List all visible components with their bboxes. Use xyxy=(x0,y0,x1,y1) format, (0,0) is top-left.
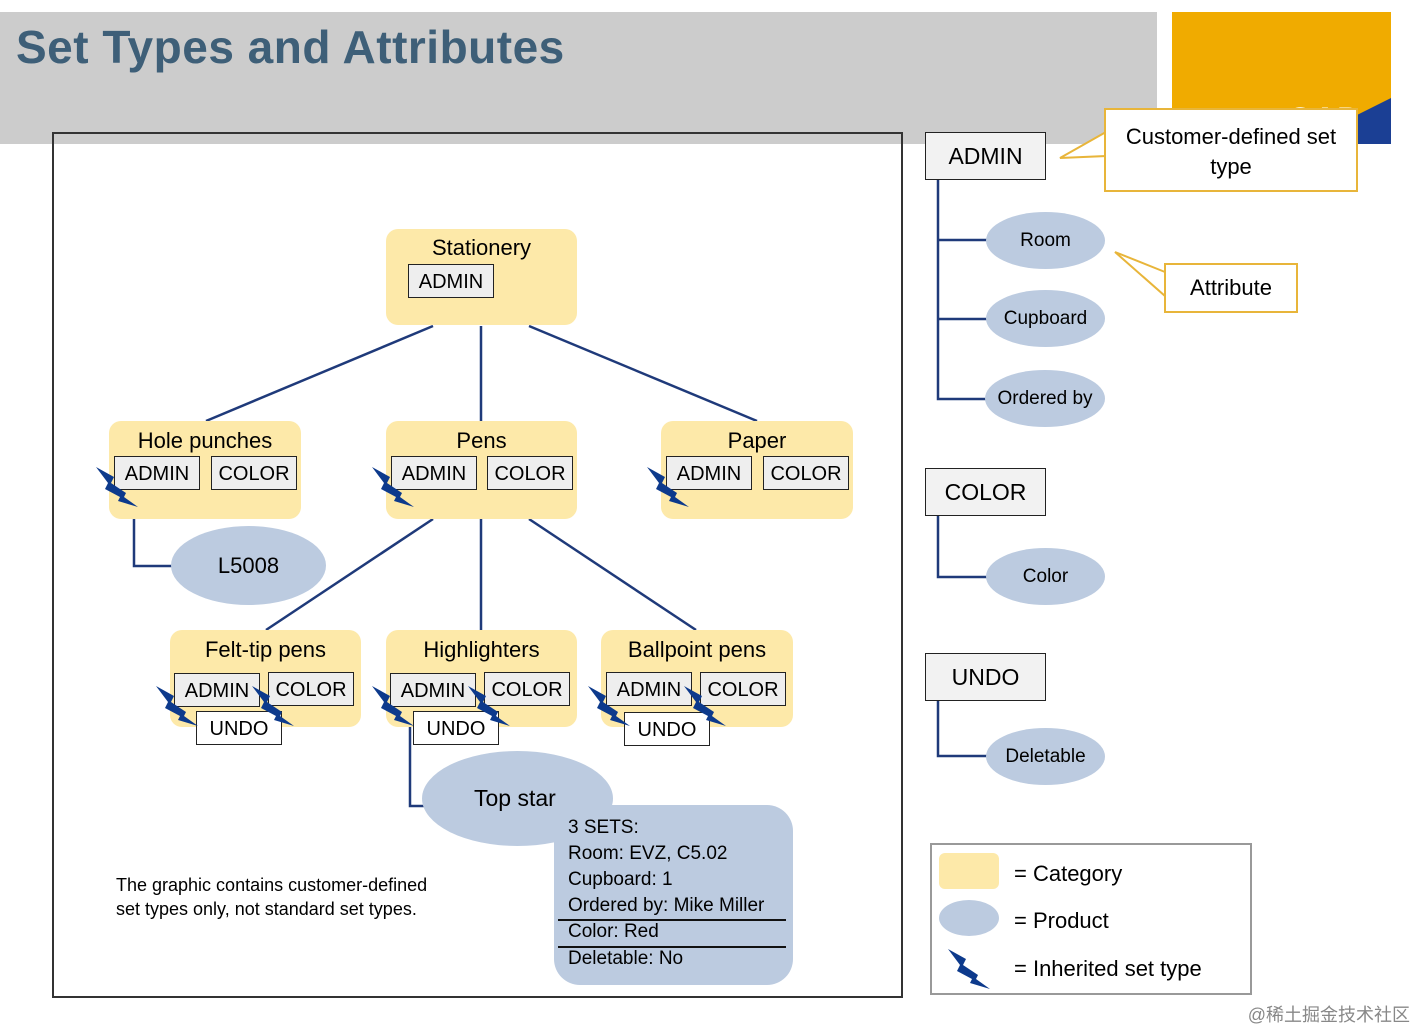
category-label: Pens xyxy=(456,428,507,453)
category-label: Highlighters xyxy=(423,637,540,662)
legend: = Category = Product = Inherited set typ… xyxy=(930,843,1252,995)
lightning-bolt-icon xyxy=(156,686,198,726)
legend-inherited: = Inherited set type xyxy=(1014,956,1202,981)
lightning-bolt-icon xyxy=(252,686,294,726)
attribute-cupboard: Cupboard xyxy=(986,290,1105,347)
tag-color: COLOR xyxy=(268,672,354,706)
legend-category-swatch xyxy=(939,853,999,889)
watermark: @稀土掘金技术社区 xyxy=(1247,1005,1410,1025)
tag-color: COLOR xyxy=(484,672,570,706)
tag-undo: UNDO xyxy=(196,711,282,745)
sets-line: Ordered by: Mike Miller xyxy=(568,895,765,916)
legend-product: = Product xyxy=(1014,908,1109,933)
tag-admin: ADMIN xyxy=(390,673,476,707)
lightning-bolt-icon xyxy=(647,467,689,507)
sets-line: Room: EVZ, C5.02 xyxy=(568,843,728,864)
tag-admin: ADMIN xyxy=(606,672,692,706)
edge-stationery-holepunches xyxy=(205,324,434,423)
callout-set-type: Customer-defined set type xyxy=(1104,108,1358,192)
lightning-bolt-icon xyxy=(684,686,726,726)
tag-undo: UNDO xyxy=(413,711,499,745)
tag-admin: ADMIN xyxy=(391,456,477,490)
lightning-bolt-icon xyxy=(588,686,630,726)
edge-pens-felttip xyxy=(265,517,434,632)
edge-color-color xyxy=(936,516,987,579)
tag-color: COLOR xyxy=(487,456,573,490)
diagram-note: The graphic contains customer-defined se… xyxy=(116,875,428,919)
lightning-bolt-icon xyxy=(468,686,510,726)
edge-pens-ballpoint xyxy=(528,517,697,632)
lightning-bolt-icon xyxy=(372,686,414,726)
edge-highlighter-product xyxy=(408,725,424,808)
diagram-frame xyxy=(52,132,903,998)
sets-divider xyxy=(558,919,786,921)
category-label: Hole punches xyxy=(137,428,273,453)
tag-admin: ADMIN xyxy=(666,456,752,490)
tag-color: COLOR xyxy=(763,456,849,490)
tag-undo: UNDO xyxy=(624,712,710,746)
category-label: Felt-tip pens xyxy=(204,637,327,662)
callout-pointer-settype xyxy=(1059,130,1107,159)
page-title: Set Types and Attributes xyxy=(16,21,565,73)
legend-category: = Category xyxy=(1014,861,1123,886)
tag-color: COLOR xyxy=(700,672,786,706)
sets-heading: 3 SETS: xyxy=(568,817,639,838)
edge-stationery-paper xyxy=(528,324,758,423)
category-label: Paper xyxy=(727,428,787,453)
tag-admin: ADMIN xyxy=(174,673,260,707)
sets-line: Deletable: No xyxy=(568,948,684,969)
category-label: Ballpoint pens xyxy=(627,637,767,662)
attribute-ordered-by: Ordered by xyxy=(985,370,1105,427)
settype-undo: UNDO xyxy=(925,653,1046,701)
settype-admin: ADMIN xyxy=(925,132,1046,180)
callout-pointer-attribute xyxy=(1114,251,1166,299)
sets-line: Color: Red xyxy=(568,921,659,942)
attribute-deletable: Deletable xyxy=(986,728,1105,785)
product-l5008: L5008 xyxy=(171,526,326,605)
tag-admin: ADMIN xyxy=(408,264,494,298)
callout-attribute: Attribute xyxy=(1164,263,1298,313)
edge-undo-deletable xyxy=(936,701,987,758)
title-bar xyxy=(0,12,1157,144)
sets-box: 3 SETS: Room: EVZ, C5.02 Cupboard: 1 Ord… xyxy=(554,805,793,985)
sets-divider xyxy=(558,946,786,948)
attribute-color: Color xyxy=(986,548,1105,605)
lightning-bolt-icon xyxy=(372,467,414,507)
tag-color: COLOR xyxy=(211,456,297,490)
legend-product-swatch xyxy=(939,900,999,936)
tag-admin: ADMIN xyxy=(114,456,200,490)
sets-line: Cupboard: 1 xyxy=(568,869,673,890)
edge-admin-trunk xyxy=(936,180,987,401)
lightning-bolt-icon xyxy=(96,467,138,507)
category-label: Stationery xyxy=(431,235,532,260)
settype-color: COLOR xyxy=(925,468,1046,516)
edge-holepunch-product xyxy=(132,518,172,568)
lightning-bolt-icon xyxy=(948,949,990,989)
attribute-room: Room xyxy=(986,212,1105,269)
